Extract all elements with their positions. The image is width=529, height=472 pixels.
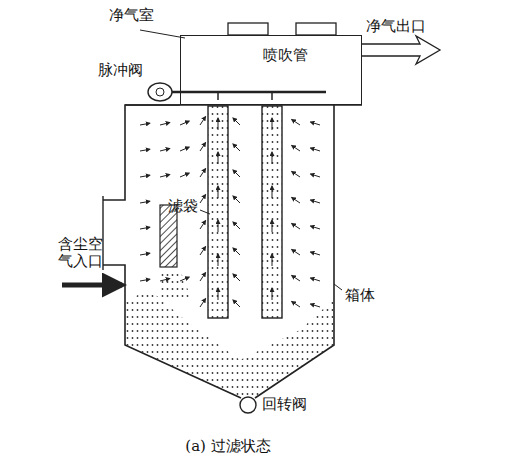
flow-arrow (272, 186, 273, 198)
flow-arrow (180, 277, 189, 281)
flow-arrow (140, 149, 150, 151)
pulse-valve (156, 88, 164, 96)
flow-arrow (200, 143, 206, 151)
pulse-valve (148, 83, 172, 101)
flow-arrow (218, 220, 219, 232)
rotary-valve-label: 回转阀 (262, 395, 307, 413)
flow-arrow (292, 249, 300, 255)
flow-arrow (218, 186, 219, 198)
flow-arrow (272, 254, 273, 266)
flow-arrow (180, 121, 189, 125)
flow-arrow (160, 149, 170, 151)
nozzle (217, 92, 219, 100)
dust (160, 270, 192, 300)
inlet-label: 含尘空气入口 (58, 236, 103, 271)
flow-arrow (310, 304, 320, 307)
flow-arrow (233, 170, 240, 177)
flow-arrow (140, 253, 150, 255)
flow-arrow (140, 201, 150, 203)
housing (103, 105, 362, 398)
flow-arrow (160, 279, 170, 281)
flow-arrow (272, 220, 273, 232)
top-cover (296, 23, 336, 35)
nozzle (271, 92, 273, 100)
dust (126, 290, 333, 397)
flow-arrow (218, 152, 219, 164)
flow-arrow (292, 197, 300, 203)
flow-arrow (160, 175, 170, 177)
flow-arrow (200, 195, 206, 203)
part-name: 净气室 (109, 6, 154, 24)
outlet-label: 净气出口 (366, 17, 426, 35)
airflow-arrows (140, 117, 320, 307)
flow-arrow (233, 300, 240, 307)
flow-arrow (292, 171, 300, 177)
flow-arrow (272, 118, 273, 130)
flow-arrow (292, 223, 300, 229)
flow-arrow (292, 145, 300, 151)
leader-line (140, 30, 185, 38)
flow-arrow (310, 226, 320, 229)
valve-label: 脉冲阀 (98, 61, 143, 79)
rotary-valve (240, 397, 256, 413)
flow-arrow (218, 118, 219, 130)
flow-arrow (272, 152, 273, 164)
flow-arrow (180, 147, 189, 151)
outlet-arrow (362, 36, 440, 64)
flow-arrow (310, 122, 320, 125)
flow-arrow (310, 174, 320, 177)
housing-label: 箱体 (345, 286, 375, 304)
flow-arrow (140, 279, 150, 281)
flow-arrow (310, 148, 320, 151)
top-cover (228, 23, 268, 35)
filter-bag (208, 106, 228, 318)
flow-arrow (310, 200, 320, 203)
flow-arrow (200, 221, 206, 229)
bag-label: 滤袋 (168, 197, 198, 215)
flow-arrow (310, 278, 320, 281)
filter-bag (262, 106, 282, 318)
flow-arrow (233, 144, 240, 151)
leader-line (200, 210, 210, 214)
flow-arrow (292, 301, 300, 307)
leader-line (334, 284, 342, 290)
filter-bags (208, 106, 282, 318)
inlet-arrow (62, 283, 122, 288)
clean-air-chamber: 净气室喷吹管 (180, 35, 362, 105)
flow-arrow (218, 288, 219, 300)
blow-pipe (172, 91, 326, 94)
flow-arrow (200, 247, 206, 255)
flow-arrow (218, 254, 219, 266)
flow-arrow (200, 273, 206, 281)
flow-arrow (233, 274, 240, 281)
flow-arrow (180, 173, 189, 177)
flow-arrow (233, 222, 240, 229)
flow-arrow (292, 119, 300, 125)
flow-arrow (140, 123, 150, 125)
flow-arrow (140, 175, 150, 177)
part-name: 喷吹管 (263, 46, 308, 64)
flow-arrow (233, 196, 240, 203)
flow-arrow (140, 227, 150, 229)
flow-arrow (310, 252, 320, 255)
flow-arrow (160, 123, 170, 125)
flow-arrow (272, 288, 273, 300)
flow-arrow (233, 118, 240, 125)
flow-arrow (200, 299, 206, 307)
flow-arrow (233, 248, 240, 255)
caption: (a) 过滤状态 (185, 437, 270, 455)
flow-arrow (292, 275, 300, 281)
flow-arrow (200, 169, 206, 177)
flow-arrow (200, 117, 206, 125)
